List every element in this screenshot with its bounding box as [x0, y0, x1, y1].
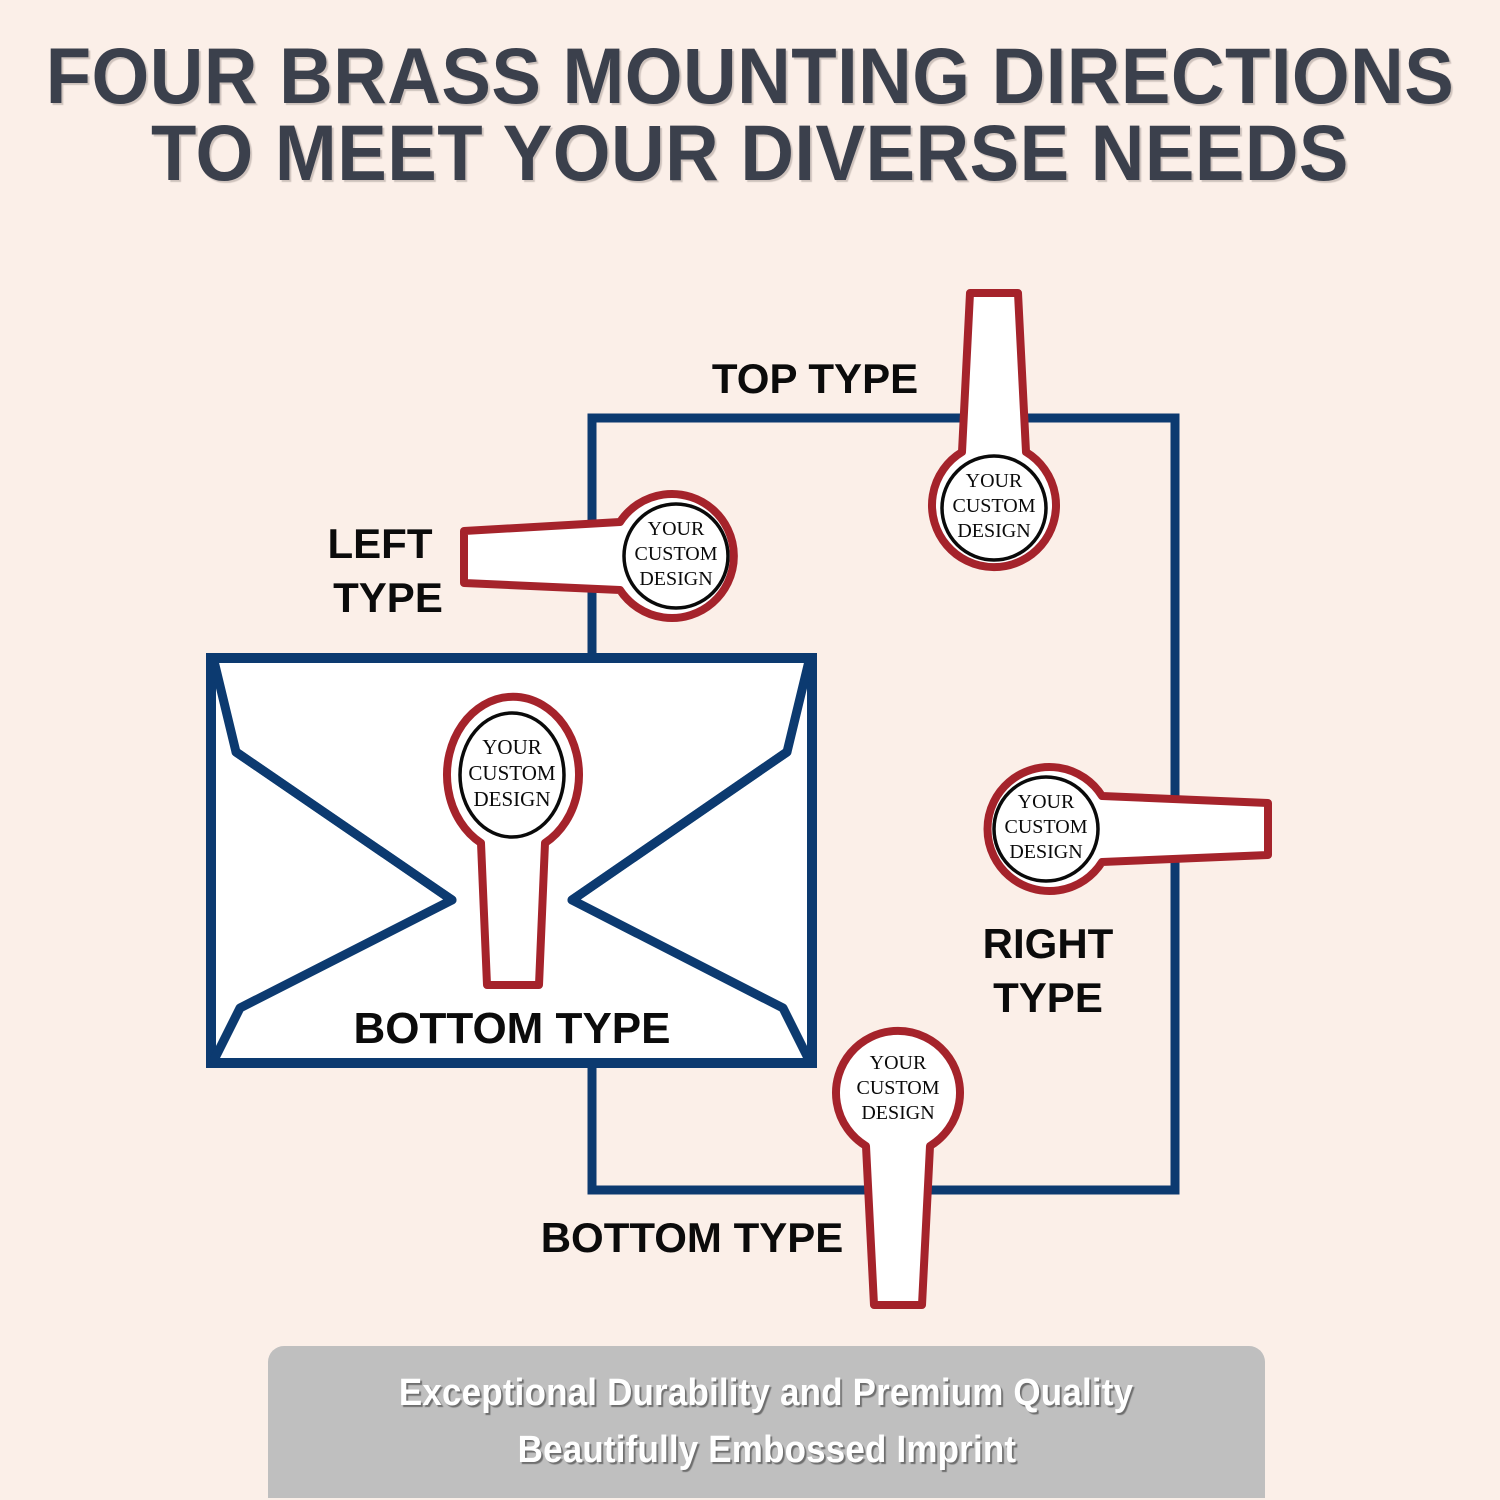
title-line-1: FOUR BRASS MOUNTING DIRECTIONS	[45, 31, 1455, 120]
bottom-type-stamp: YOUR CUSTOM DESIGN	[832, 1026, 964, 1309]
top-type-seal-line-1: YOUR	[966, 470, 1023, 492]
footer-line-1: Exceptional Durability and Premium Quali…	[399, 1372, 1134, 1414]
left-type-label-line-1: LEFT	[328, 520, 433, 567]
left-type-stamp: YOUR CUSTOM DESIGN	[460, 490, 738, 622]
envelope-fold-right	[567, 747, 814, 1065]
envelope-seal-line-1: YOUR	[482, 735, 542, 759]
right-type-stamp: YOUR CUSTOM DESIGN	[983, 763, 1272, 895]
left-type-seal-line-1: YOUR	[648, 518, 705, 540]
bottom-type-seal-line-3: DESIGN	[861, 1102, 934, 1124]
title-line-2: TO MEET YOUR DIVERSE NEEDS	[151, 107, 1349, 197]
bottom-type-stamp-body	[832, 1026, 964, 1309]
right-type-seal-line-2: CUSTOM	[1005, 816, 1088, 838]
left-type-seal-line-2: CUSTOM	[635, 543, 718, 565]
envelope-illustration: YOUR CUSTOM DESIGN BOTTOM TYPE	[206, 653, 817, 1068]
bottom-type-seal-line-2: CUSTOM	[857, 1077, 940, 1099]
left-type-seal-ring	[622, 502, 730, 610]
right-type-seal-line-1: YOUR	[1018, 791, 1075, 813]
left-type-seal-line-3: DESIGN	[639, 568, 712, 590]
top-type-seal-line-3: DESIGN	[957, 520, 1030, 542]
bottom-type-seal-line-1: YOUR	[870, 1052, 927, 1074]
bottom-type-outer-label: BOTTOM TYPE	[541, 1214, 844, 1261]
page-title: FOUR BRASS MOUNTING DIRECTIONS TO MEET Y…	[0, 31, 1500, 197]
envelope-seal-ring	[458, 711, 566, 839]
top-type-seal-line-2: CUSTOM	[953, 495, 1036, 517]
top-type-label: TOP TYPE	[712, 355, 918, 402]
envelope-fold-left	[209, 747, 457, 1065]
footer-banner: Exceptional Durability and Premium Quali…	[268, 1346, 1265, 1498]
top-type-stamp: YOUR CUSTOM DESIGN	[928, 289, 1060, 572]
envelope-seal-line-3: DESIGN	[474, 787, 551, 811]
top-type-seal-ring	[940, 454, 1048, 562]
left-type-label-line-2: TYPE	[333, 574, 443, 621]
bottom-type-envelope-label: BOTTOM TYPE	[354, 1004, 671, 1053]
right-type-seal-ring	[992, 775, 1100, 883]
right-type-label-line-2: TYPE	[993, 974, 1103, 1021]
envelope-seal-line-2: CUSTOM	[468, 761, 555, 785]
footer-line-2: Beautifully Embossed Imprint	[517, 1429, 1016, 1471]
right-type-seal-line-3: DESIGN	[1009, 841, 1082, 863]
right-type-label-line-1: RIGHT	[983, 920, 1114, 967]
